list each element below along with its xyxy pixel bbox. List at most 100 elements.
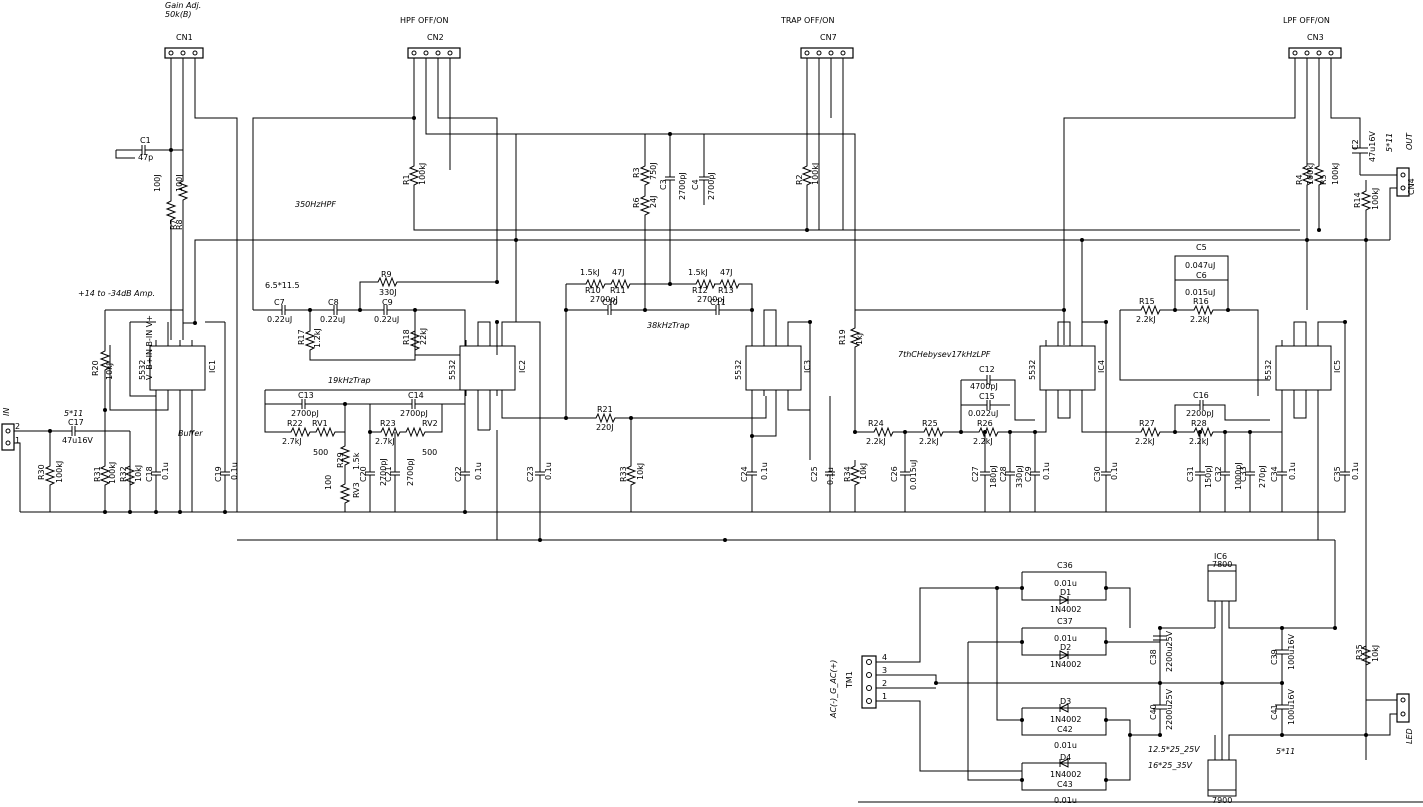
c42-value: 0.01u (1054, 741, 1077, 750)
lpf-label: 7thCHebysev17kHzLPF (898, 350, 991, 359)
c29-value: 0.1u (1042, 462, 1051, 480)
cn7-label: CN7 (820, 33, 837, 42)
c14-label: C14 (408, 391, 424, 400)
r13-label: R13 (718, 286, 734, 295)
ic3-label: IC3 (803, 360, 812, 373)
rv1-label: RV1 (312, 419, 328, 428)
c15-label: C15 (979, 392, 995, 401)
r2-label: R2 (795, 174, 804, 185)
trap-19k-label: 19kHzTrap (328, 376, 371, 385)
c21-label: C21 (384, 466, 393, 482)
r18-label: R18 (402, 329, 411, 345)
r6-value: 24J (649, 195, 658, 208)
hpf-350-label: 350HzHPF (295, 200, 336, 209)
in-label: IN (2, 408, 11, 416)
ic3-opamp (745, 340, 802, 396)
r34-label: R34 (843, 466, 852, 482)
c2-label: C2 (1351, 139, 1360, 150)
r7-value: 100J (153, 174, 162, 192)
ic4-opamp-type: 5532 (1028, 360, 1037, 380)
c36-label: C36 (1057, 561, 1073, 570)
ac-label: AC(-)_G_AC(+) (829, 660, 838, 719)
c8-label: C8 (328, 298, 339, 307)
r7-label: R7 (169, 219, 178, 230)
cn4-out-connector (1396, 167, 1410, 197)
ic1-label: IC1 (208, 360, 217, 373)
r27-value: 2.2kJ (1135, 437, 1155, 446)
c37-label: C37 (1057, 617, 1073, 626)
c38-value: 2200u25V (1165, 630, 1174, 672)
r3-label: R3 (632, 167, 641, 178)
r5-label: R5 (1319, 174, 1328, 185)
size-5x11-c: 5*11 (1276, 747, 1295, 756)
r30-label: R30 (37, 464, 46, 480)
r10-label: R10 (585, 286, 601, 295)
r4-label: R4 (1295, 174, 1304, 185)
tm1-label: TM1 (845, 671, 854, 689)
r9-value: 330J (379, 288, 397, 297)
r3-value: 750J (649, 162, 658, 180)
c15-value: 0.022uJ (968, 409, 998, 418)
c1-value: 47p (138, 153, 153, 162)
r25-label: R25 (922, 419, 938, 428)
c19-label: C19 (214, 466, 223, 482)
c26-value: 0.015uJ (909, 460, 918, 490)
c5-label: C5 (1196, 243, 1207, 252)
r1-value: 100kJ (418, 163, 427, 185)
d4-label: D4 (1060, 753, 1071, 762)
r1-label: R1 (402, 174, 411, 185)
tm1-pin-1-label: 1 (882, 692, 887, 701)
c32-label: C32 (1214, 466, 1223, 482)
r19-value: 1kJ (855, 333, 864, 345)
trap-onoff-label: TRAP OFF/ON (780, 16, 834, 25)
c39-label: C39 (1270, 649, 1279, 665)
cn3-connector (1288, 47, 1342, 59)
c24-value: 0.1u (760, 462, 769, 480)
cap-size-1: 12.5*25_25V (1148, 745, 1200, 754)
c13-value: 2700pJ (291, 409, 319, 418)
r19-label: R19 (838, 329, 847, 345)
gain-adj-value: 50k(B) (165, 10, 192, 19)
ic1-opamp (149, 340, 206, 396)
c41-label: C41 (1270, 704, 1279, 720)
c3-value: 2700pJ (678, 172, 687, 200)
c17-label: C17 (68, 418, 84, 427)
ic5-opamp-type: 5532 (1264, 360, 1273, 380)
c43-value: 0.01u (1054, 796, 1077, 805)
r33-value: 10kJ (636, 463, 645, 480)
r27-label: R27 (1139, 419, 1155, 428)
r16-value: 2.2kJ (1190, 315, 1210, 324)
r11-label: R11 (610, 286, 626, 295)
d1-value: 1N4002 (1050, 605, 1081, 614)
c28-value: 330pJ (1015, 465, 1024, 488)
ic1-opamp-type: 5532 (138, 360, 147, 380)
d1-label: D1 (1060, 588, 1071, 597)
junction-dots (48, 116, 1368, 782)
cn2-connector (407, 47, 461, 59)
r31-value: 100kJ (108, 462, 117, 484)
r5-value: 100kJ (1331, 163, 1340, 185)
led-label: LED (1405, 728, 1414, 744)
size-5x11-b: 5*11 (1385, 133, 1394, 152)
c42-label: C42 (1057, 725, 1073, 734)
r20-label: R20 (91, 360, 100, 376)
r2-value: 100kJ (811, 163, 820, 185)
r32-label: R32 (119, 466, 128, 482)
c31-value: 150pJ (1204, 465, 1213, 488)
r26-value: 2.2kJ (973, 437, 993, 446)
r16-label: R16 (1193, 297, 1209, 306)
c25-value: 0.1u (826, 467, 835, 485)
c7-value: 0.22uJ (267, 315, 292, 324)
c35-value: 0.1u (1351, 462, 1360, 480)
c28-label: C28 (999, 466, 1008, 482)
c19-value: 0.1u (230, 462, 239, 480)
r6-label: R6 (632, 197, 641, 208)
c32-value: 1000pJ (1234, 462, 1243, 490)
ic7-regulator (1207, 759, 1237, 797)
c16-label: C16 (1193, 391, 1209, 400)
c23-label: C23 (526, 466, 535, 482)
r29-value: 1.5k (352, 452, 361, 470)
ic2-opamp-type: 5532 (448, 360, 457, 380)
d3-value: 1N4002 (1050, 715, 1081, 724)
amp-label: +14 to -34dB Amp. (78, 289, 155, 298)
